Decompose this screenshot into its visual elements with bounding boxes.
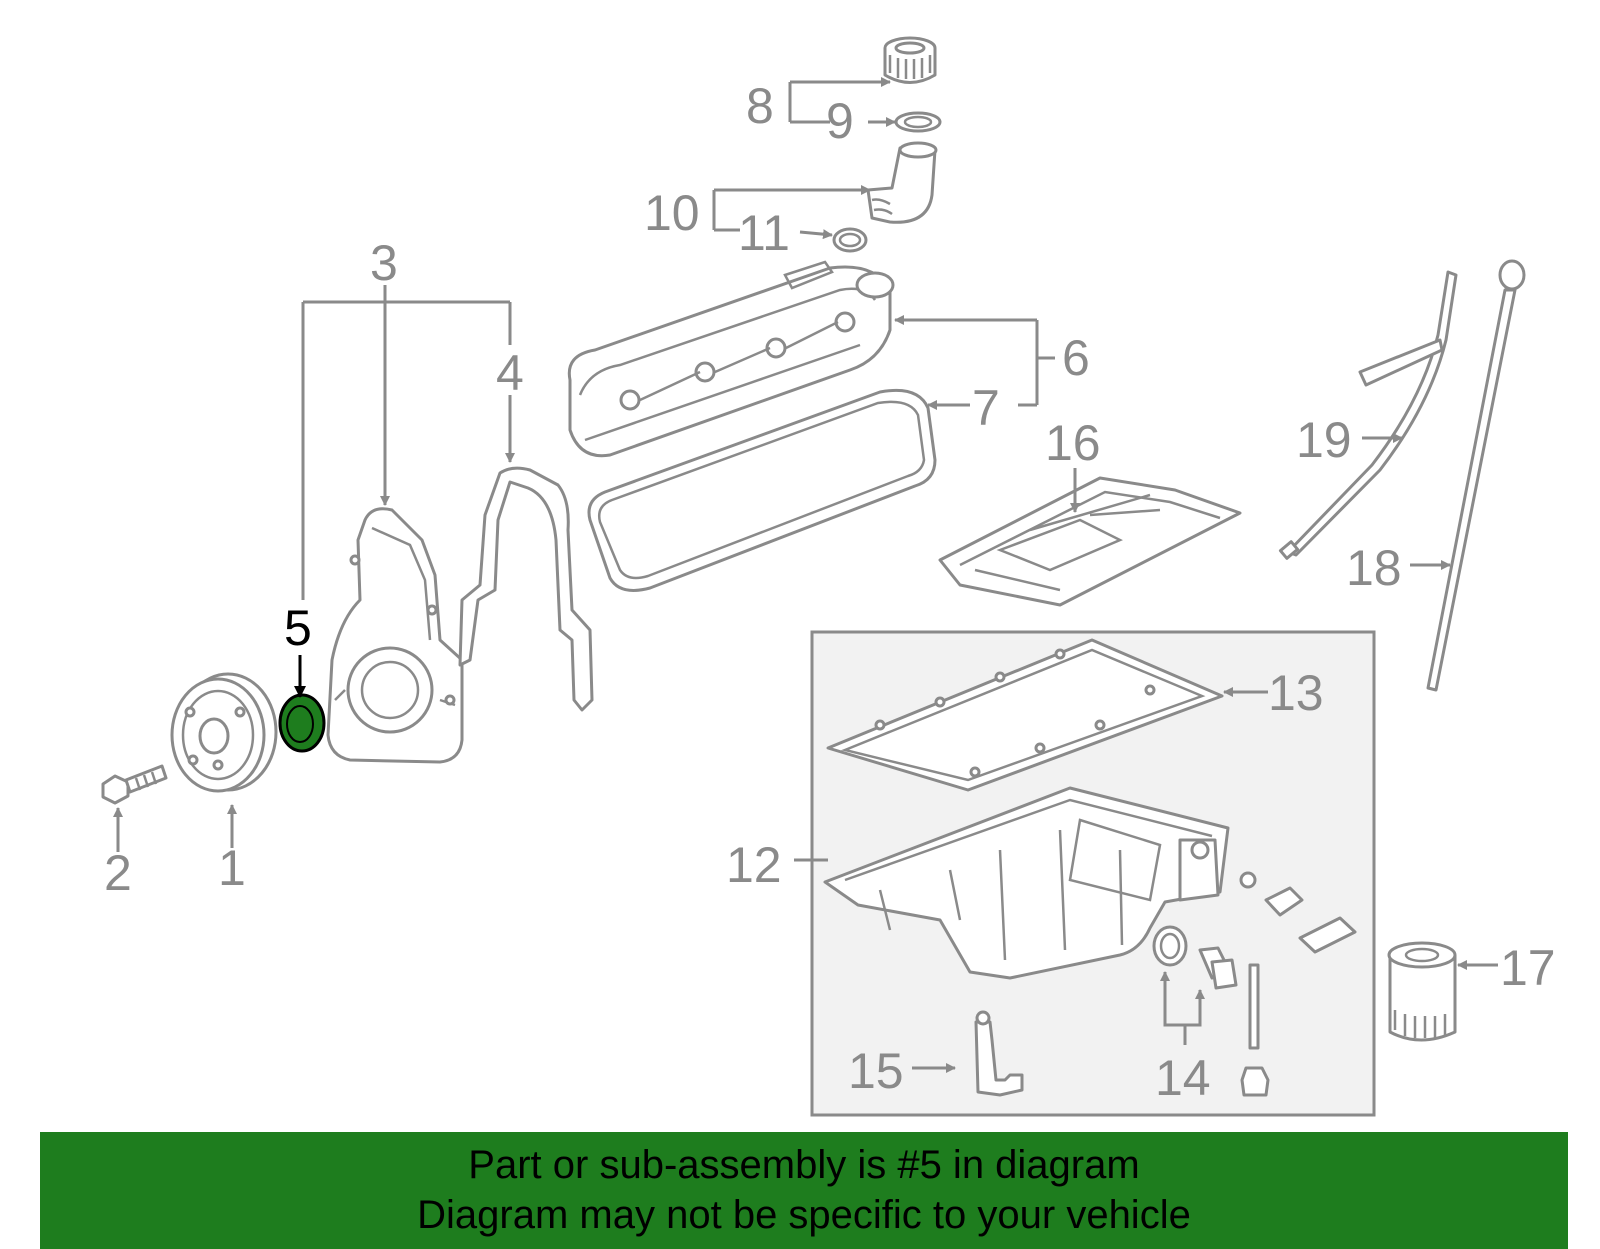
banner-line-1: Part or sub-assembly is #5 in diagram: [468, 1143, 1140, 1187]
oil-deflector[interactable]: [938, 476, 1242, 607]
timing-cover[interactable]: [326, 507, 464, 764]
callout-12: 12: [726, 837, 782, 893]
callout-3: 3: [370, 235, 398, 291]
banner-line-2: Diagram may not be specific to your vehi…: [417, 1193, 1191, 1237]
callout-labels: 1 2 3 4 5 6 7 8 9 10 11 12 13 14 15 16 1…: [104, 78, 1556, 1106]
callout-14: 14: [1155, 1050, 1211, 1106]
valve-cover[interactable]: [567, 260, 895, 458]
info-banner: Part or sub-assembly is #5 in diagram Di…: [40, 1132, 1568, 1249]
callout-5: 5: [284, 600, 312, 656]
drain-plug-and-washer[interactable]: [1152, 925, 1270, 1097]
callout-2: 2: [104, 845, 132, 901]
callout-13: 13: [1268, 665, 1324, 721]
callout-19: 19: [1296, 412, 1352, 468]
balancer-bolt[interactable]: [101, 764, 168, 805]
oil-pan[interactable]: [823, 786, 1230, 980]
callout-1: 1: [218, 840, 246, 896]
valve-cover-gasket[interactable]: [587, 388, 937, 592]
callout-10: 10: [644, 185, 700, 241]
callout-6: 6: [1062, 330, 1090, 386]
callout-16: 16: [1045, 415, 1101, 471]
dipstick-tube[interactable]: [1278, 270, 1458, 560]
callout-18: 18: [1346, 540, 1402, 596]
front-crankshaft-seal[interactable]: [278, 693, 326, 753]
oil-level-sensor[interactable]: [974, 1010, 1024, 1097]
leader-lines: [113, 82, 1498, 1073]
callout-17: 17: [1500, 940, 1556, 996]
callout-7: 7: [972, 380, 1000, 436]
timing-cover-gasket[interactable]: [458, 466, 594, 712]
oil-filter[interactable]: [1387, 941, 1457, 1042]
callout-15: 15: [848, 1043, 904, 1099]
oil-pan-gasket[interactable]: [826, 638, 1224, 792]
callout-11: 11: [738, 205, 790, 261]
callout-4: 4: [496, 345, 524, 401]
callout-9: 9: [826, 93, 854, 149]
cap-seal[interactable]: [894, 111, 942, 133]
crankshaft-balancer[interactable]: [170, 672, 278, 793]
callout-8: 8: [746, 78, 774, 134]
oil-pan-cover-gaskets[interactable]: [1239, 871, 1357, 954]
fill-tube-o-ring[interactable]: [832, 227, 868, 253]
oil-fill-tube[interactable]: [866, 141, 938, 224]
oil-filler-cap[interactable]: [883, 36, 937, 84]
dipstick[interactable]: [1426, 259, 1526, 692]
